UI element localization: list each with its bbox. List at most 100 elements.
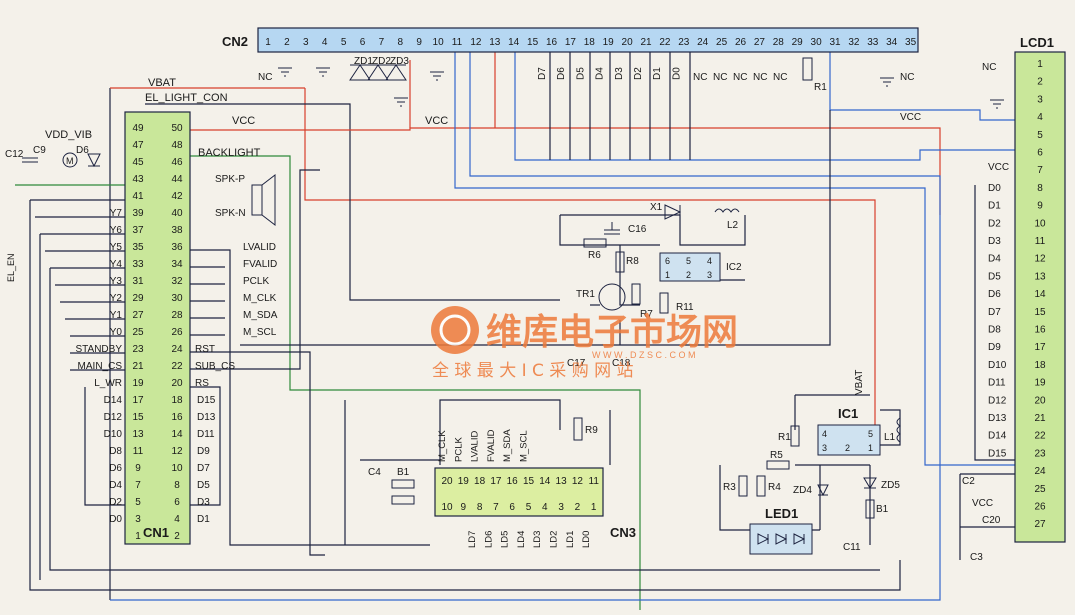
cn1-net-y5: Y5 — [110, 242, 123, 253]
r6-resistor-icon — [583, 238, 607, 248]
cn1-pin-14: 14 — [171, 429, 183, 440]
cn3-net-ld5: LD5 — [500, 531, 511, 548]
cn2-pin-5: 5 — [341, 37, 347, 48]
cn2-pin-29: 29 — [792, 37, 804, 48]
ic1-r1-label: R1 — [778, 432, 791, 443]
lcd1-pin-16: 16 — [1034, 325, 1046, 336]
r11-label: R11 — [676, 302, 694, 313]
cn1-pin-3: 3 — [135, 514, 141, 525]
cn2-pin-10: 10 — [433, 37, 445, 48]
lcd1-net-d6: D6 — [988, 289, 1001, 300]
zd4-label: ZD4 — [793, 485, 812, 496]
lcd1-pin-4: 4 — [1037, 112, 1043, 123]
cn1-net-y3: Y3 — [110, 276, 123, 287]
lcd1-net-d12: D12 — [988, 395, 1007, 406]
cn1-pin-33: 33 — [132, 259, 144, 270]
led-b1-label: B1 — [876, 504, 889, 515]
r9-resistor-icon — [573, 417, 583, 441]
cn3-b1-bead-bottom — [391, 495, 415, 505]
cn3-pin-18: 18 — [474, 476, 486, 487]
ic1-pin-5: 5 — [868, 429, 873, 439]
vcc-left-label: VCC — [232, 115, 255, 127]
cn1-pin-42: 42 — [171, 191, 183, 202]
cn3-b1-bead-top — [391, 479, 415, 489]
cn3-pin-10: 10 — [441, 502, 453, 513]
wire-network — [15, 40, 1015, 610]
cn1-pin-19: 19 — [132, 378, 144, 389]
d6-diode-icon — [87, 153, 101, 168]
cn2-ground-symbols — [278, 67, 894, 107]
vdd-vib-label: VDD_VIB — [45, 129, 92, 141]
cn2-pin-16: 16 — [546, 37, 558, 48]
cn2-net-d1: D1 — [652, 67, 663, 80]
cn1-net-d7: D7 — [197, 463, 210, 474]
lcd1-connector: LCD1 12345678910111213141516171819202122… — [900, 35, 1066, 563]
c20-label: C20 — [982, 515, 1001, 526]
cn2-r1-label: R1 — [814, 82, 827, 93]
cn2-pin-1: 1 — [265, 37, 271, 48]
lcd1-net-d14: D14 — [988, 431, 1007, 442]
cn1-pin-44: 44 — [171, 174, 183, 185]
lcd1-pin-14: 14 — [1034, 289, 1046, 300]
cn1-pin-16: 16 — [171, 412, 183, 423]
ic2-pin-1: 1 — [665, 270, 670, 280]
cn1-net-d4: D4 — [109, 480, 122, 491]
cn1-net-rst: RST — [195, 344, 215, 355]
lcd1-pin-13: 13 — [1034, 271, 1046, 282]
lcd1-net-d11: D11 — [988, 378, 1006, 389]
lcd1-net-d10: D10 — [988, 360, 1007, 371]
cn1-pin-35: 35 — [132, 242, 144, 253]
led-b1-bead-icon — [865, 499, 875, 519]
lcd1-pin-11: 11 — [1035, 236, 1046, 247]
r5-label: R5 — [770, 450, 783, 461]
cn2-pin-32: 32 — [848, 37, 860, 48]
lcd1-pin-21: 21 — [1034, 413, 1046, 424]
motor-label: M — [66, 156, 74, 166]
cn1-right-net-labels: SPK-PSPK-NLVALIDFVALIDPCLKM_CLKM_SDAM_SC… — [195, 174, 278, 525]
r8-label: R8 — [626, 256, 639, 267]
cn3-pin-5: 5 — [526, 502, 532, 513]
zd5-label: ZD5 — [881, 480, 900, 491]
cn1-net-sub-cs: SUB_CS — [195, 361, 235, 372]
cn3-net-m-clk: M_CLK — [437, 430, 448, 462]
vibration-motor-icon — [62, 152, 78, 168]
cn1-pin-38: 38 — [171, 225, 183, 236]
cn1-net-standby: STANDBY — [76, 344, 123, 355]
cn1-pin-37: 37 — [132, 225, 144, 236]
ic1-pin-2: 2 — [845, 443, 850, 453]
c11-label: C11 — [843, 542, 861, 553]
cn2-pin-19: 19 — [603, 37, 615, 48]
cn3-b1-label: B1 — [397, 467, 410, 478]
cn3-pin-17: 17 — [490, 476, 502, 487]
cn1-net-m-sda: M_SDA — [243, 310, 278, 321]
cn1-pin-50: 50 — [171, 123, 183, 134]
cn3-pin-6: 6 — [509, 502, 515, 513]
r9-label: R9 — [585, 425, 598, 436]
cn1-net-main-cs: MAIN_CS — [78, 361, 123, 372]
lcd1-net-d5: D5 — [988, 271, 1001, 282]
r3-label: R3 — [723, 482, 736, 493]
lcd1-pin-24: 24 — [1034, 466, 1046, 477]
cn2-pin-25: 25 — [716, 37, 728, 48]
cn3-pin-13: 13 — [556, 476, 568, 487]
r7-resistor-icon — [631, 283, 641, 305]
cn2-pin-26: 26 — [735, 37, 747, 48]
cn1-pin-2: 2 — [174, 531, 180, 542]
cn2-nc-2: NC — [713, 72, 727, 83]
zd4-diode-icon — [817, 484, 829, 497]
cn1-net-m-clk: M_CLK — [243, 293, 277, 304]
cn2-label: CN2 — [222, 34, 248, 49]
cn1-pin-7: 7 — [135, 480, 141, 491]
lcd1-net-d13: D13 — [988, 413, 1007, 424]
lcd1-vcc-pin7-label: VCC — [988, 162, 1009, 173]
cn1-net-y0: Y0 — [110, 327, 123, 338]
cn1-pin-8: 8 — [174, 480, 180, 491]
cn3-pin-12: 12 — [572, 476, 584, 487]
cn2-pin-13: 13 — [489, 37, 501, 48]
cn2-pin-17: 17 — [565, 37, 577, 48]
r8-resistor-icon — [615, 251, 625, 273]
cn1-pin-15: 15 — [132, 412, 144, 423]
